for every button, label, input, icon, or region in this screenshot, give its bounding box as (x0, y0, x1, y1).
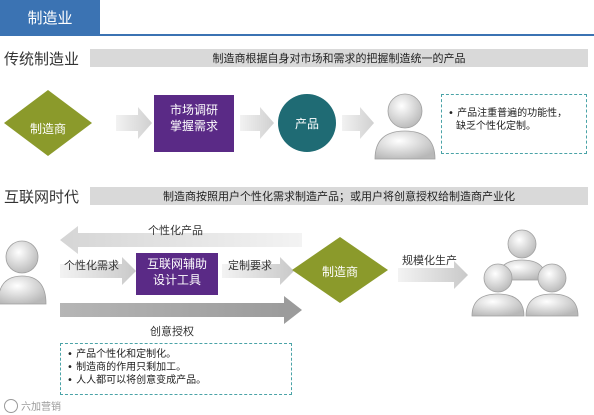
traditional-note: • 产品注重普遍的功能性， 缺乏个性化定制。 (441, 94, 587, 154)
internet-note-line: • 产品个性化和定制化。 (67, 349, 177, 360)
traditional-note-line: 缺乏个性化定制。 (456, 121, 536, 132)
creative-license-arrow (60, 296, 302, 324)
internet-note-line: • 人人都可以将创意变成产品。 (67, 375, 207, 386)
mass-production-label: 规模化生产 (402, 254, 457, 267)
flow-arrow (116, 107, 152, 139)
research-line-2: 掌握需求 (169, 119, 218, 133)
personalized-demand-label: 个性化需求 (64, 259, 119, 272)
watermark-text: 六加营销 (21, 402, 61, 413)
watermark: 六加营销 (4, 398, 61, 413)
traditional-description: 制造商根据自身对市场和需求的把握制造统一的产品 (90, 49, 588, 67)
research-box (154, 95, 234, 152)
traditional-section-label: 传统制造业 (4, 50, 80, 68)
design-tool-box (136, 253, 218, 295)
user-icon (374, 93, 436, 160)
manufacturer-label: 制造商 (321, 265, 358, 279)
manufacturer-diamond (292, 237, 388, 303)
manufacturer-label: 制造商 (29, 121, 66, 136)
design-tool-line-1: 互联网辅助 (146, 257, 207, 271)
research-line-1: 市场调研 (169, 103, 218, 117)
internet-note: • 产品个性化和定制化。 • 制造商的作用只剩加工。 • 人人都可以将创意变成产… (60, 343, 292, 395)
creative-license-label: 创意授权 (150, 325, 194, 338)
flow-arrow (342, 107, 374, 139)
personalized-demand-arrow (60, 257, 136, 285)
internet-flow-diagram (0, 226, 579, 324)
left-user-icon (0, 240, 47, 305)
design-tool-label: 互联网辅助 设计工具 (136, 256, 218, 288)
design-tool-line-2: 设计工具 (152, 273, 201, 287)
watermark-logo-icon (4, 398, 18, 413)
personalized-product-arrow (60, 226, 302, 254)
flow-arrow (240, 107, 274, 139)
manufacturer-diamond (4, 90, 92, 156)
custom-request-arrow (222, 257, 294, 285)
page-title: 制造业 (0, 0, 100, 34)
personalized-product-label: 个性化产品 (148, 224, 203, 237)
internet-note-line: • 制造商的作用只剩加工。 (67, 362, 187, 373)
internet-description: 制造商按照用户个性化需求制造产品；或用户将创意授权给制造商产业化 (90, 187, 588, 205)
user-group-icon (471, 229, 579, 317)
internet-section-label: 互联网时代 (4, 188, 80, 206)
product-circle (278, 94, 336, 152)
traditional-flow-diagram (4, 90, 436, 160)
header-divider (0, 34, 594, 36)
research-label: 市场调研 掌握需求 (154, 102, 234, 134)
mass-production-arrow (398, 261, 468, 289)
custom-request-label: 定制要求 (228, 259, 272, 272)
traditional-note-line: • 产品注重普遍的功能性， (448, 108, 568, 119)
product-label: 产品 (294, 117, 319, 131)
